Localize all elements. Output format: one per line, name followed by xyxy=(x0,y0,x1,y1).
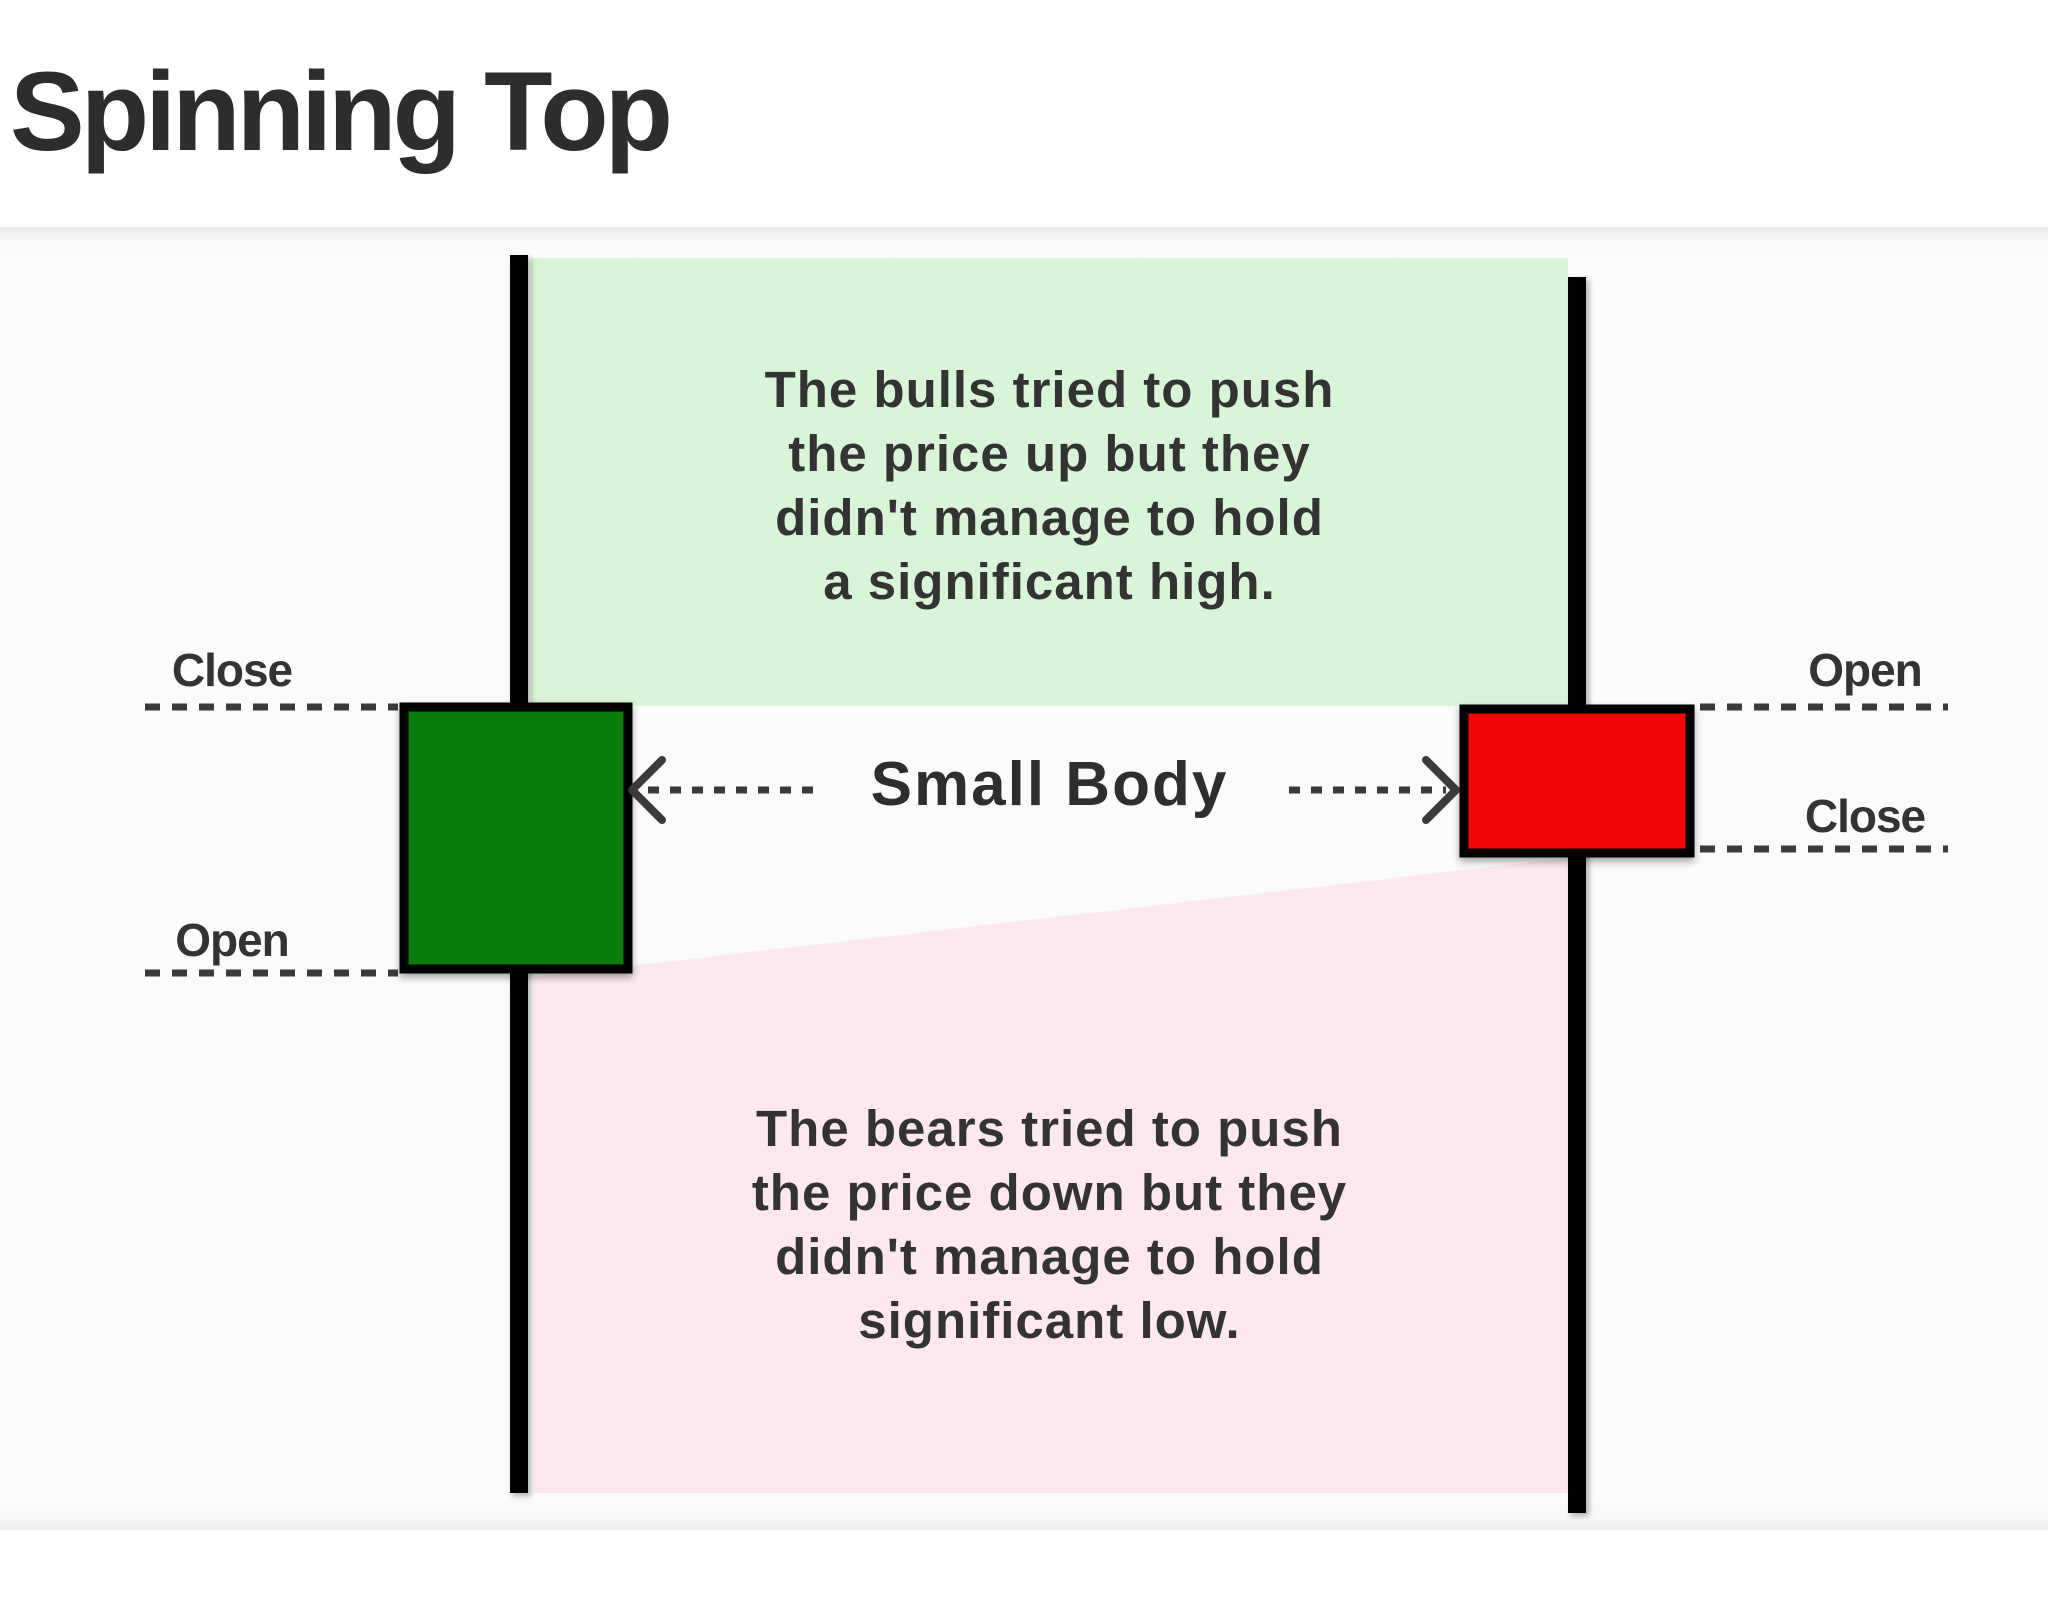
bear-note-line: didn't manage to hold xyxy=(775,1228,1324,1285)
candlestick-diagram xyxy=(145,255,1948,1513)
green-candle-open-label: Open xyxy=(175,914,290,966)
arrowhead-right-icon xyxy=(1422,756,1460,824)
bear-note: The bears tried to push the price down b… xyxy=(531,1097,1568,1353)
bull-note-line: didn't manage to hold xyxy=(775,489,1324,546)
bull-note-line: a significant high. xyxy=(823,553,1276,610)
arrowhead-left-icon xyxy=(628,756,666,824)
red-candle-wick xyxy=(1568,277,1586,1513)
red-candle-body xyxy=(1459,704,1695,858)
bull-note: The bulls tried to push the price up but… xyxy=(531,358,1568,614)
bull-zone-highlight xyxy=(531,258,1568,706)
bull-note-line: the price up but they xyxy=(788,425,1311,482)
green-candle-body xyxy=(399,702,633,974)
bear-note-line: The bears tried to push xyxy=(756,1100,1343,1157)
page-title: Spinning Top xyxy=(10,49,673,174)
bear-zone-highlight xyxy=(534,858,1568,1493)
bear-note-line: significant low. xyxy=(858,1292,1241,1349)
diagram-panel: The bulls tried to push the price up but… xyxy=(0,227,2048,1530)
green-candle-close-label: Close xyxy=(171,644,293,696)
red-candle-close-label: Close xyxy=(1804,790,1926,842)
small-body-label: Small Body xyxy=(870,750,1229,819)
bear-note-line: the price down but they xyxy=(751,1164,1348,1221)
bull-note-line: The bulls tried to push xyxy=(764,361,1335,418)
red-candle-open-label: Open xyxy=(1808,644,1923,696)
